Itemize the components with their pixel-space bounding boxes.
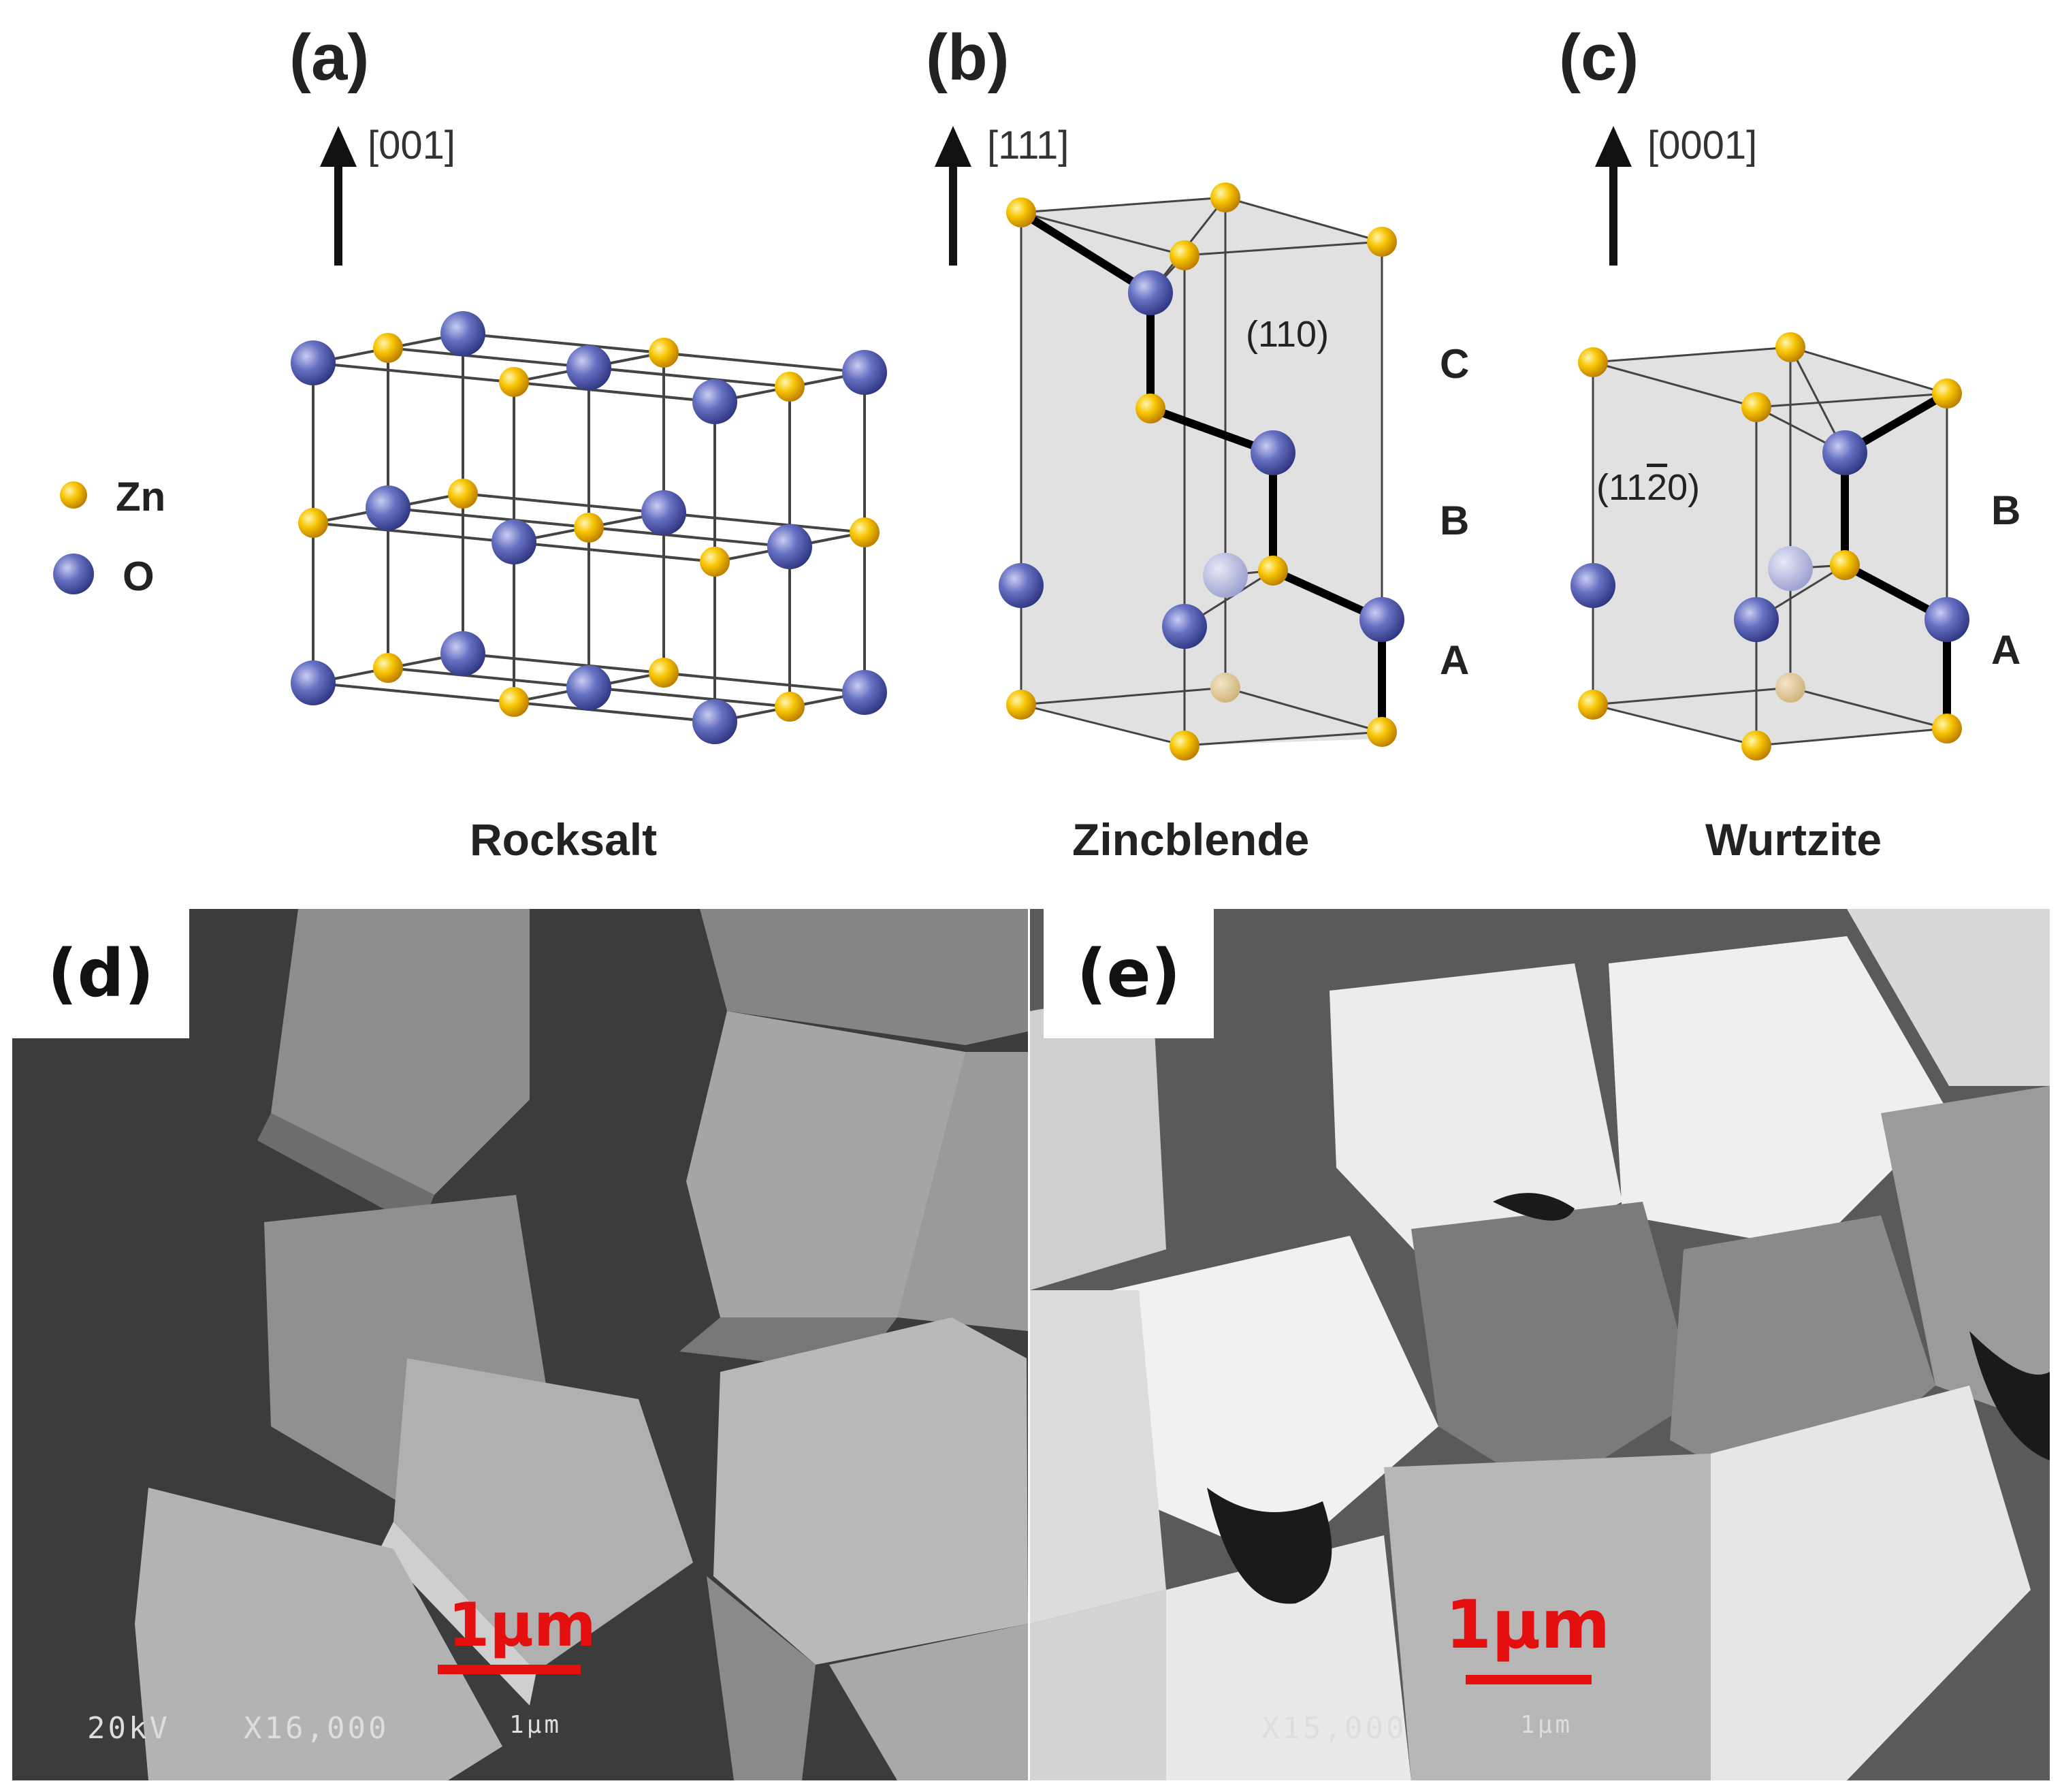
sem-particles-e bbox=[1030, 909, 2050, 1780]
direction-arrow-b bbox=[935, 126, 971, 266]
sem-voltage-d: 20kV bbox=[87, 1711, 170, 1746]
scale-label-d: 1µm bbox=[448, 1590, 596, 1660]
rocksalt-atoms bbox=[291, 311, 887, 744]
legend-o-label: O bbox=[123, 554, 155, 599]
plane-label-b: (110) bbox=[1246, 314, 1330, 355]
layer-label-b-b: B bbox=[1440, 498, 1470, 543]
direction-label-b: [111] bbox=[987, 123, 1069, 167]
direction-arrow-c bbox=[1595, 126, 1632, 266]
structure-name-a: Rocksalt bbox=[470, 814, 658, 865]
panel-letter-e: (e) bbox=[1044, 909, 1214, 1038]
panel-letter-c: (c) bbox=[1559, 21, 1639, 94]
sem-scale-text-d: 1µm bbox=[509, 1711, 562, 1739]
structure-name-c: Wurtzite bbox=[1705, 814, 1882, 865]
scale-label-e: 1µm bbox=[1445, 1586, 1611, 1664]
zn-legend-atom bbox=[60, 481, 87, 509]
plane-label-c: (1120) bbox=[1596, 467, 1701, 508]
scale-bar-d bbox=[438, 1665, 581, 1674]
layer-label-b-c: C bbox=[1440, 341, 1470, 387]
o-legend-atom bbox=[53, 554, 94, 594]
sem-cubes-d bbox=[12, 909, 1028, 1780]
sem-image-e: (e) 1µm X15,000 1µm bbox=[1030, 909, 2050, 1780]
structure-name-b: Zincblende bbox=[1072, 814, 1310, 865]
legend bbox=[53, 481, 94, 594]
zincblende-cell bbox=[999, 182, 1404, 761]
layer-label-c-a: A bbox=[1991, 627, 2021, 673]
panel-letter-b: (b) bbox=[926, 21, 1010, 94]
scale-bar-e bbox=[1466, 1675, 1592, 1684]
direction-label-a: [001] bbox=[368, 123, 455, 167]
wurtzite-cell bbox=[1570, 332, 1969, 761]
sem-scale-text-e: 1µm bbox=[1520, 1711, 1573, 1739]
sem-image-d: (d) 1µm 20kV X16,000 1µm bbox=[12, 909, 1028, 1780]
layer-label-c-b: B bbox=[1991, 487, 2021, 533]
direction-arrow-a bbox=[320, 126, 357, 266]
layer-label-b-a: A bbox=[1440, 637, 1470, 683]
legend-zn-label: Zn bbox=[116, 474, 166, 519]
sem-magnification-d: X16,000 bbox=[244, 1711, 389, 1746]
panel-letter-d: (d) bbox=[12, 909, 189, 1038]
sem-magnification-e: X15,000 bbox=[1261, 1711, 1407, 1746]
crystal-structure-diagram bbox=[53, 126, 1969, 761]
panel-letter-a: (a) bbox=[289, 21, 370, 94]
direction-label-c: [0001] bbox=[1647, 123, 1758, 167]
